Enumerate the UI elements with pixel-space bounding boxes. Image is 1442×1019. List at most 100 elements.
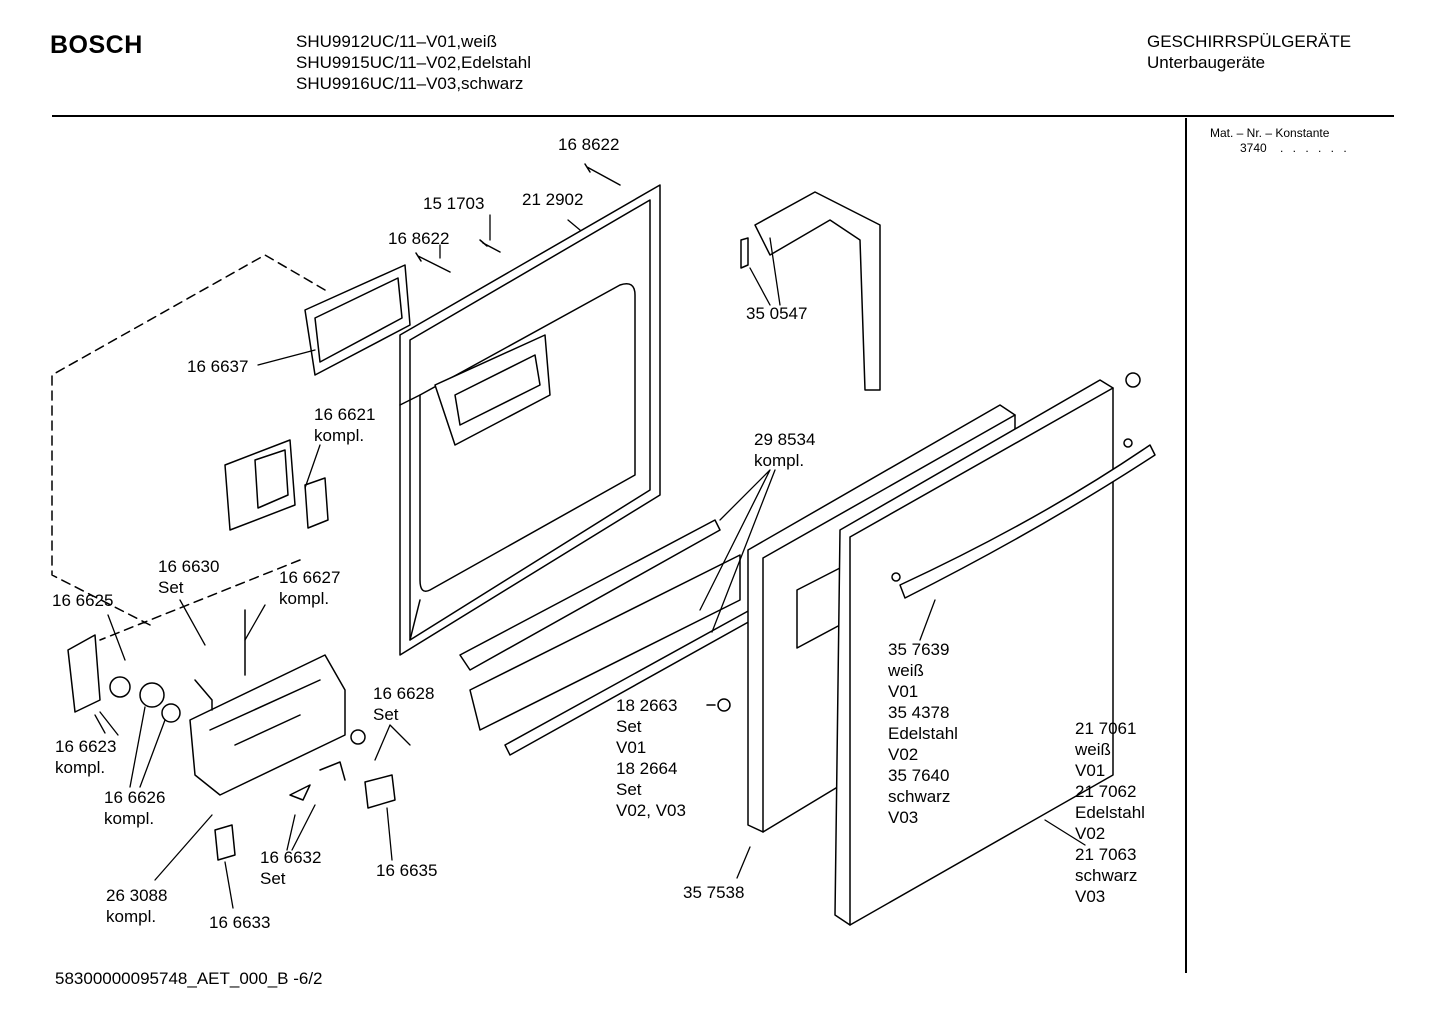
part-callout-line: V02, V03 <box>616 801 686 820</box>
part-callout-line: 16 6630 <box>158 557 220 576</box>
part-callout-212902: 21 2902 <box>522 189 583 210</box>
part-callout-line: Set <box>373 705 399 724</box>
model-v02: SHU9915UC/11–V02,Edelstahl <box>296 53 531 72</box>
part-callout-166626: 16 6626 kompl. <box>104 787 165 829</box>
mat-dots: . . . . . . <box>1280 141 1350 155</box>
part-callout-line: kompl. <box>55 758 106 777</box>
part-callout-line: 16 6623 <box>55 737 117 756</box>
part-callout-line: kompl. <box>104 809 155 828</box>
front-panel-part <box>834 379 1114 926</box>
category-line-2: Unterbaugeräte <box>1147 53 1266 72</box>
part-callout-line: weiß <box>1075 740 1111 759</box>
screws <box>415 163 1141 388</box>
part-callout-line: 16 6628 <box>373 684 435 703</box>
model-v03: SHU9916UC/11–V03,schwarz <box>296 74 524 93</box>
part-callout-line: Edelstahl <box>888 724 958 743</box>
part-callout-line: 16 6632 <box>260 848 322 867</box>
part-callout-line: 16 8622 <box>558 135 620 154</box>
part-callout-line: 35 0547 <box>746 304 808 323</box>
part-callout-line: V01 <box>888 682 919 701</box>
part-callout-line: 16 8622 <box>388 229 450 248</box>
part-callout-line: 15 1703 <box>423 194 485 213</box>
part-callout-line: 16 6626 <box>104 788 166 807</box>
part-callout-166637: 16 6637 <box>187 356 248 377</box>
part-callout-line: 35 7640 <box>888 766 950 785</box>
part-callout-line: schwarz <box>1075 866 1138 885</box>
part-callout-line: 16 6621 <box>314 405 376 424</box>
part-callout-166633: 16 6633 <box>209 912 270 933</box>
part-callout-line: Set <box>260 869 286 888</box>
part-callout-line: 29 8534 <box>754 430 816 449</box>
part-callout-line: 35 7538 <box>683 883 745 902</box>
part-callout-166627: 16 6627 kompl. <box>279 567 340 609</box>
part-callout-line: schwarz <box>888 787 951 806</box>
header-divider <box>52 115 1394 117</box>
part-callout-line: kompl. <box>106 907 157 926</box>
part-callout-line: 35 4378 <box>888 703 950 722</box>
part-callout-line: 16 6635 <box>376 861 438 880</box>
knob-part <box>706 698 731 712</box>
part-callout-166625: 16 6625 <box>52 590 113 611</box>
part-callout-line: 18 2663 <box>616 696 678 715</box>
inner-door-part <box>399 184 661 656</box>
part-callout-298534: 29 8534 kompl. <box>754 429 815 471</box>
mat-label: Mat. – Nr. – Konstante <box>1210 126 1330 140</box>
part-callout-line: V03 <box>888 808 919 827</box>
gasket-frame-part <box>304 264 411 376</box>
handle-part <box>891 438 1156 599</box>
dispenser-part <box>67 609 396 861</box>
part-callout-357538: 35 7538 <box>683 882 744 903</box>
part-callout-line: 18 2664 <box>616 759 678 778</box>
part-callout-line: 21 2902 <box>522 190 584 209</box>
bracket-part <box>740 191 881 391</box>
part-callout-line: kompl. <box>279 589 330 608</box>
part-callout-line: 21 7062 <box>1075 782 1137 801</box>
part-callout-168622b: 16 8622 <box>388 228 449 249</box>
part-callout-166623: 16 6623 kompl. <box>55 736 116 778</box>
part-callout-line: Set <box>616 780 642 799</box>
part-callout-line: 16 6637 <box>187 357 249 376</box>
part-callout-line: V02 <box>888 745 919 764</box>
part-callout-line: 21 7061 <box>1075 719 1137 738</box>
part-callout-line: Edelstahl <box>1075 803 1145 822</box>
document-id: 58300000095748_AET_000_B -6/2 <box>55 969 323 988</box>
sidebar-divider <box>1185 118 1187 973</box>
part-callout-line: 16 6627 <box>279 568 341 587</box>
bottom-rail-part <box>459 519 753 756</box>
part-callout-line: Set <box>158 578 184 597</box>
part-callout-line: kompl. <box>314 426 365 445</box>
part-callout-line: V01 <box>1075 761 1106 780</box>
part-callout-line: weiß <box>888 661 924 680</box>
part-callout-line: 16 6633 <box>209 913 271 932</box>
part-callout-line: kompl. <box>754 451 805 470</box>
model-v01: SHU9912UC/11–V01,weiß <box>296 32 497 51</box>
category-title: GESCHIRRSPÜLGERÄTE Unterbaugeräte <box>1147 31 1351 73</box>
part-callout-166621: 16 6621 kompl. <box>314 404 375 446</box>
mat-value: 3740 <box>1240 141 1267 155</box>
part-callout-350547: 35 0547 <box>746 303 807 324</box>
part-callout-line: V01 <box>616 738 647 757</box>
filter-module-part <box>224 439 329 531</box>
part-callout-line: Set <box>616 717 642 736</box>
leader-lines <box>94 214 1086 909</box>
category-line-1: GESCHIRRSPÜLGERÄTE <box>1147 32 1352 51</box>
part-callout-263088: 26 3088 kompl. <box>106 885 167 927</box>
assembly-dashed-outline <box>51 254 326 641</box>
part-callout-line: 35 7639 <box>888 640 950 659</box>
part-callout-line: 26 3088 <box>106 886 168 905</box>
part-callout-line: 21 7063 <box>1075 845 1137 864</box>
part-callout-line: V03 <box>1075 887 1106 906</box>
part-callout-line: V02 <box>1075 824 1106 843</box>
part-callout-168622a: 16 8622 <box>558 134 619 155</box>
part-callout-151703: 15 1703 <box>423 193 484 214</box>
part-callout-166635: 16 6635 <box>376 860 437 881</box>
model-list: SHU9912UC/11–V01,weiß SHU9915UC/11–V02,E… <box>296 31 531 94</box>
part-callout-line: 16 6625 <box>52 591 114 610</box>
